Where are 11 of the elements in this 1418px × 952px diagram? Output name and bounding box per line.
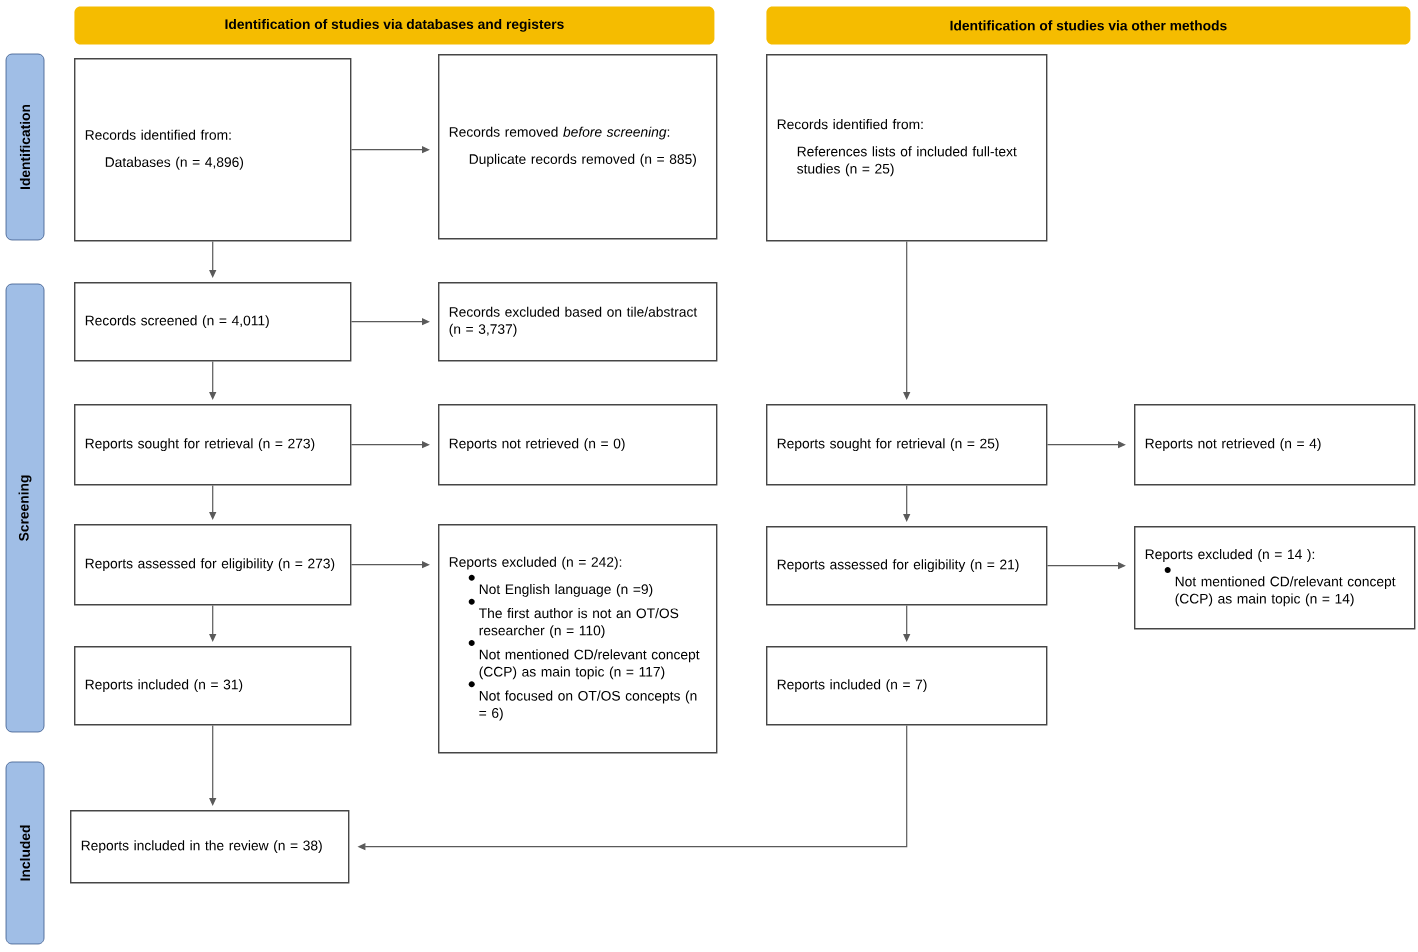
arrow <box>350 318 430 326</box>
arrow <box>209 484 217 520</box>
arrow <box>350 441 430 449</box>
arrow <box>209 360 217 400</box>
arrow <box>209 240 217 278</box>
arrow <box>903 484 911 522</box>
arrow <box>903 240 911 400</box>
arrow <box>903 604 911 642</box>
arrow <box>1046 441 1126 449</box>
arrow <box>209 604 217 642</box>
arrow <box>209 724 217 806</box>
